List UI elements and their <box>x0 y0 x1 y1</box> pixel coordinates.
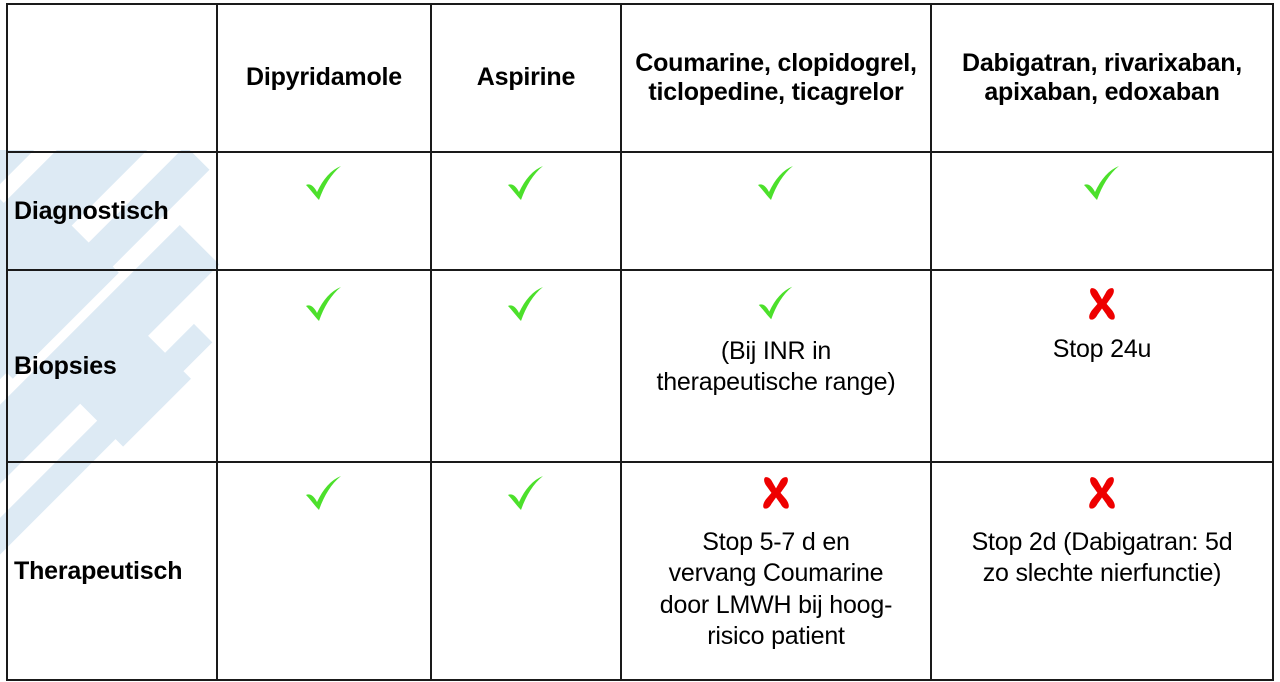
check-icon <box>753 161 799 207</box>
column-header-dabigatran: Dabigatran, rivarixaban, apixaban, edoxa… <box>930 3 1274 153</box>
table-header-row: Dipyridamole Aspirine Coumarine, clopido… <box>6 3 1274 153</box>
cell-therapeutisch-aspirine <box>430 461 622 681</box>
table-row: Therapeutisch <box>6 461 1274 681</box>
cell-biopsies-dipyridamole <box>216 269 432 463</box>
cell-therapeutisch-coumarine: Stop 5-7 d en vervang Coumarine door LMW… <box>620 461 932 681</box>
check-icon <box>1079 161 1125 207</box>
antithrombotic-guidance-table: Dipyridamole Aspirine Coumarine, clopido… <box>6 3 1274 681</box>
check-icon <box>301 161 347 207</box>
cell-note: Stop 24u <box>1052 335 1152 363</box>
check-icon <box>301 471 347 517</box>
check-icon <box>301 282 347 328</box>
table-corner-cell <box>6 3 218 153</box>
cell-note: Stop 5-7 d en vervang Coumarine door LMW… <box>659 528 893 650</box>
cell-note: Stop 2d (Dabigatran: 5d zo slechte nierf… <box>971 528 1233 588</box>
column-header-dipyridamole: Dipyridamole <box>216 3 432 153</box>
cell-therapeutisch-dabigatran: Stop 2d (Dabigatran: 5d zo slechte nierf… <box>930 461 1274 681</box>
column-header-coumarine: Coumarine, clopidogrel, ticlopedine, tic… <box>620 3 932 153</box>
row-header-biopsies: Biopsies <box>6 269 218 463</box>
cross-icon <box>755 471 797 513</box>
row-header-diagnostisch: Diagnostisch <box>6 151 218 271</box>
cell-diagnostisch-aspirine <box>430 151 622 271</box>
cell-biopsies-aspirine <box>430 269 622 463</box>
cell-diagnostisch-coumarine <box>620 151 932 271</box>
cell-therapeutisch-dipyridamole <box>216 461 432 681</box>
check-icon <box>754 282 798 326</box>
cross-icon <box>1081 282 1123 324</box>
cell-biopsies-coumarine: (Bij INR in therapeutische range) <box>620 269 932 463</box>
check-icon <box>503 282 549 328</box>
cell-biopsies-dabigatran: Stop 24u <box>930 269 1274 463</box>
cross-icon <box>1081 471 1123 513</box>
cell-diagnostisch-dabigatran <box>930 151 1274 271</box>
row-header-therapeutisch: Therapeutisch <box>6 461 218 681</box>
cell-diagnostisch-dipyridamole <box>216 151 432 271</box>
column-header-aspirine: Aspirine <box>430 3 622 153</box>
table-row: Biopsies <box>6 269 1274 463</box>
check-icon <box>503 161 549 207</box>
cell-note: (Bij INR in therapeutische range) <box>656 337 896 397</box>
table-row: Diagnostisch <box>6 151 1274 271</box>
check-icon <box>503 471 549 517</box>
